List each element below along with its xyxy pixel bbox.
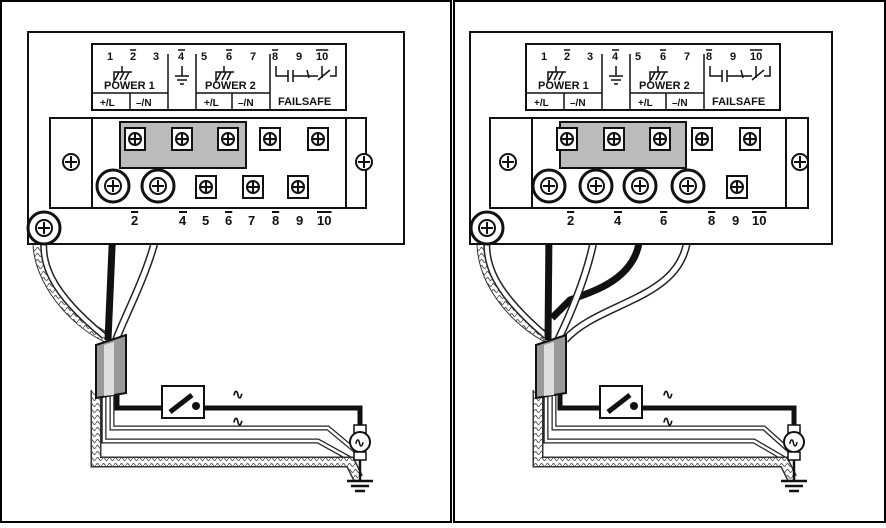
power-2-label: POWER 2 xyxy=(639,80,690,92)
mount-screw-right xyxy=(792,154,808,170)
p1-line-label: +/L xyxy=(100,98,115,109)
top-num-4: 4 xyxy=(178,51,185,63)
ring-lug-terminal-2 xyxy=(97,170,129,202)
ring-lug-ground xyxy=(28,212,60,244)
ring-lug-terminal-8 xyxy=(672,170,704,202)
top-num-3: 3 xyxy=(587,51,593,63)
ac-load: ∿ xyxy=(350,425,370,460)
p1-neutral-label: –/N xyxy=(570,98,586,109)
p1-neutral-label: –/N xyxy=(136,98,152,109)
bottom-num-6: 6 xyxy=(660,213,667,228)
top-num-3: 3 xyxy=(153,51,159,63)
bottom-num-5: 5 xyxy=(202,213,209,228)
bottom-num-6: 6 xyxy=(225,213,232,228)
p2-neutral-label: –/N xyxy=(238,98,254,109)
top-num-6: 6 xyxy=(226,51,232,63)
ac-symbol-neutral: ∿ xyxy=(232,413,244,429)
top-num-2: 2 xyxy=(130,51,136,63)
top-num-4: 4 xyxy=(612,51,619,63)
bottom-num-2: 2 xyxy=(567,213,574,228)
bottom-num-8: 8 xyxy=(272,213,279,228)
bottom-num-8: 8 xyxy=(708,213,715,228)
bottom-num-10: 10 xyxy=(317,213,331,228)
top-num-6: 6 xyxy=(660,51,666,63)
braid-shield-lower xyxy=(538,390,792,478)
svg-text:∿: ∿ xyxy=(788,435,799,450)
top-num-1: 1 xyxy=(107,51,113,63)
bottom-num-7: 7 xyxy=(248,213,255,228)
top-num-5: 5 xyxy=(201,51,207,63)
left-panel: ∿ ∿ ∿ xyxy=(28,32,404,491)
right-panel: ∿ ∿ ∿ xyxy=(470,32,832,491)
ring-lug-terminal-6 xyxy=(624,170,656,202)
power-1-label: POWER 1 xyxy=(104,80,155,92)
ac-symbol-neutral: ∿ xyxy=(662,413,674,429)
ring-lug-terminal-4 xyxy=(142,170,174,202)
p2-line-label: +/L xyxy=(204,98,219,109)
power-1-label: POWER 1 xyxy=(538,80,589,92)
top-num-10: 10 xyxy=(750,51,762,63)
mount-screw-right xyxy=(356,154,372,170)
bottom-num-4: 4 xyxy=(614,213,622,228)
ring-lug-terminal-2 xyxy=(533,170,565,202)
top-num-7: 7 xyxy=(250,51,256,63)
failsafe-label: FAILSAFE xyxy=(712,96,765,108)
mount-screw-left xyxy=(63,154,79,170)
svg-text:∿: ∿ xyxy=(354,435,365,450)
top-num-5: 5 xyxy=(635,51,641,63)
top-num-8: 8 xyxy=(706,51,712,63)
braid-shield-lower xyxy=(96,390,358,478)
ring-lug-terminal-4 xyxy=(580,170,612,202)
top-num-2: 2 xyxy=(564,51,570,63)
mount-screw-left xyxy=(500,154,516,170)
failsafe-label: FAILSAFE xyxy=(278,96,331,108)
bottom-num-4: 4 xyxy=(179,213,187,228)
top-num-9: 9 xyxy=(296,51,302,63)
bottom-num-9: 9 xyxy=(732,213,739,228)
ring-lug-ground xyxy=(471,212,503,244)
switch xyxy=(600,386,642,418)
p1-line-label: +/L xyxy=(534,98,549,109)
top-num-10: 10 xyxy=(316,51,328,63)
p2-neutral-label: –/N xyxy=(672,98,688,109)
power-2-label: POWER 2 xyxy=(205,80,256,92)
p2-line-label: +/L xyxy=(638,98,653,109)
top-num-8: 8 xyxy=(272,51,278,63)
switch xyxy=(162,386,204,418)
top-num-7: 7 xyxy=(684,51,690,63)
ac-symbol-line: ∿ xyxy=(662,386,674,402)
ac-symbol-line: ∿ xyxy=(232,386,244,402)
bottom-num-2: 2 xyxy=(131,213,138,228)
ac-load: ∿ xyxy=(784,425,804,460)
top-num-1: 1 xyxy=(541,51,547,63)
top-num-9: 9 xyxy=(730,51,736,63)
bottom-num-9: 9 xyxy=(296,213,303,228)
bottom-num-10: 10 xyxy=(752,213,766,228)
